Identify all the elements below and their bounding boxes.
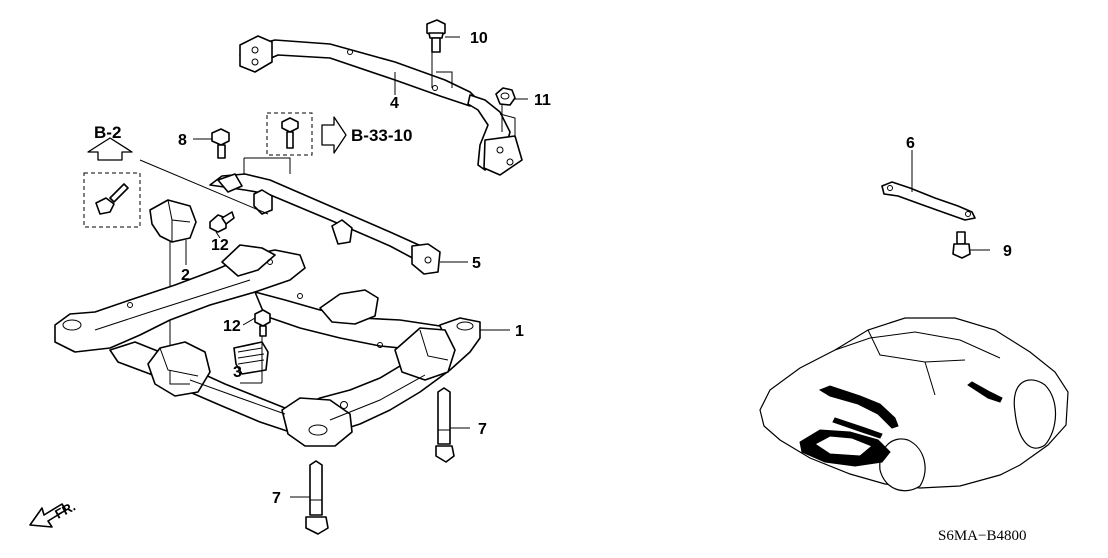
reference-b2[interactable]: B-2 [94, 123, 121, 142]
front-direction-arrow-icon [29, 503, 67, 528]
reference-arrow-up-icon [87, 137, 133, 161]
bolt-8 [211, 128, 230, 159]
bolt-7-left [305, 460, 329, 535]
callout-8: 8 [178, 132, 187, 149]
callout-10: 10 [470, 30, 488, 47]
diagram-code: S6MA−B4800 [938, 528, 1026, 544]
reference-b33-10[interactable]: B-33-10 [351, 126, 412, 145]
callout-5: 5 [472, 255, 481, 272]
part-2-mount [149, 199, 197, 243]
callout-7-right: 7 [478, 421, 487, 438]
callout-1: 1 [515, 323, 524, 340]
callout-11: 11 [534, 92, 551, 109]
callout-2: 2 [181, 267, 190, 284]
front-label: FR. [52, 499, 78, 522]
flange-nut-11 [495, 87, 516, 106]
part-1-subframe [54, 244, 481, 447]
callout-3: 3 [233, 364, 242, 381]
callout-12-upper: 12 [211, 237, 229, 254]
bolt-7-right [435, 387, 455, 463]
bolt-10 [426, 19, 446, 53]
bolt-9 [952, 231, 971, 259]
bolt-12-lower [254, 309, 271, 337]
bolt-in-ref-box-b2 [95, 183, 129, 215]
callout-6: 6 [906, 135, 915, 152]
vehicle-location-illustration [759, 317, 1069, 492]
reference-arrow-right-icon [321, 116, 347, 154]
callout-7-left: 7 [272, 490, 281, 507]
callout-9: 9 [1003, 243, 1012, 260]
bolt-12-upper [209, 211, 235, 233]
callout-12-lower: 12 [223, 318, 241, 335]
callout-4: 4 [390, 95, 399, 112]
bolt-in-ref-box [281, 117, 299, 149]
part-5-stiffener-bar [209, 173, 441, 275]
part-6-plate [881, 181, 976, 221]
part-3-bracket [233, 341, 269, 375]
part-4-stiffener-bar [239, 35, 523, 176]
